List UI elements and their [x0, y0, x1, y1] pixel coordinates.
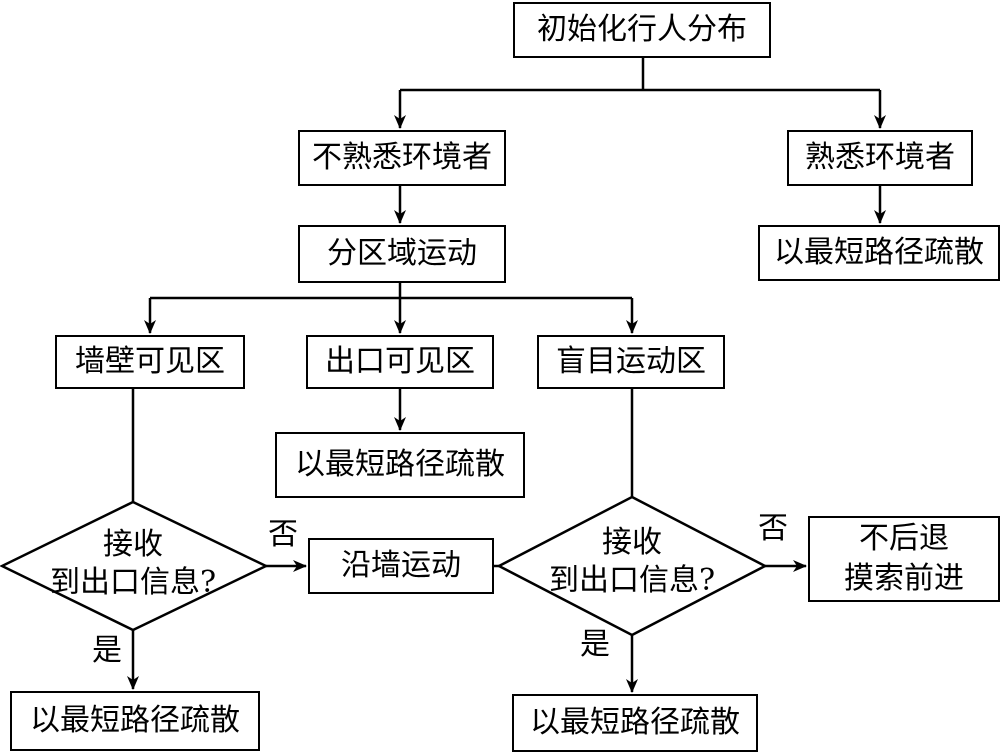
decision-left-text: 接收 到出口信息? [20, 526, 246, 602]
shortest-path-left-box: 以最短路径疏散 [10, 691, 260, 751]
edge-label-yes-right: 是 [580, 627, 610, 662]
shortest-path-familiar-box: 以最短路径疏散 [758, 225, 1000, 281]
decision-right-line1: 接收 [602, 525, 662, 560]
edge-label-no-right: 否 [758, 511, 788, 546]
no-retreat-line1: 不后退 [859, 521, 949, 556]
wall-visible-zone-box: 墙壁可见区 [55, 335, 245, 389]
no-retreat-line2: 摸索前进 [844, 561, 964, 596]
decision-left-line2: 到出口信息? [49, 565, 217, 600]
zone-move-box: 分区域运动 [298, 225, 506, 283]
init-box: 初始化行人分布 [513, 2, 771, 58]
unfamiliar-box: 不熟悉环境者 [298, 130, 506, 186]
decision-left-diamond [0, 500, 269, 632]
exit-visible-zone-box: 出口可见区 [306, 335, 494, 389]
shortest-path-exit-box: 以最短路径疏散 [275, 432, 525, 498]
familiar-box: 熟悉环境者 [787, 130, 973, 186]
along-wall-box: 沿墙运动 [308, 538, 494, 594]
no-retreat-box: 不后退 摸索前进 [808, 516, 1000, 602]
edge-label-yes-left: 是 [92, 633, 122, 668]
blind-zone-box: 盲目运动区 [537, 335, 725, 389]
decision-right-line2: 到出口信息? [548, 563, 716, 598]
edge-label-no-left: 否 [268, 517, 298, 552]
decision-right-text: 接收 到出口信息? [519, 524, 745, 600]
decision-right-diamond [496, 495, 768, 637]
shortest-path-right-box: 以最短路径疏散 [512, 694, 758, 752]
decision-left-line1: 接收 [103, 527, 163, 562]
